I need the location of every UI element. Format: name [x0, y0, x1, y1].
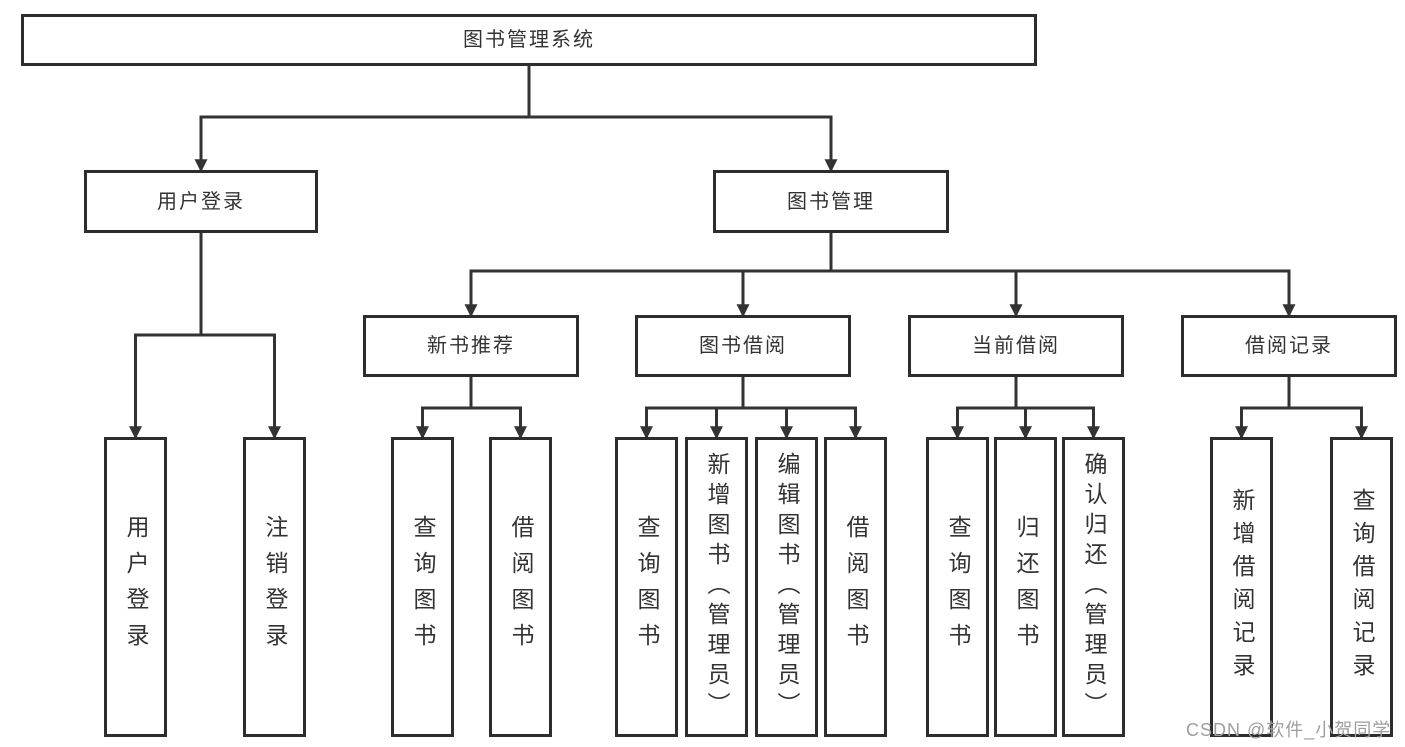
node-label: 图书管理系统 [463, 29, 595, 51]
node-label: 当前借阅 [972, 335, 1060, 357]
node-library-management-system: 图书管理系统 [21, 14, 1037, 66]
node-label: 图书借阅 [699, 335, 787, 357]
csdn-watermark: CSDN @软件_小贺同学 [1186, 720, 1392, 740]
node-borrowing-records: 借阅记录 [1181, 315, 1397, 377]
node-label: 注销登录 [262, 515, 288, 659]
node-user-login: 用户登录 [84, 170, 318, 233]
node-current-borrowing: 当前借阅 [908, 315, 1124, 377]
leaf-borrow-books: 借阅图书 [824, 437, 887, 737]
leaf-add-books-admin: 新增图书（管理员） [685, 437, 748, 737]
node-label: 用户登录 [123, 515, 149, 659]
leaf-query-borrow-record: 查询借阅记录 [1330, 437, 1393, 737]
node-label: 编辑图书（管理员） [774, 452, 800, 722]
node-label: 用户登录 [157, 190, 245, 213]
node-label: 新增借阅记录 [1229, 488, 1255, 686]
node-label: 归还图书 [1013, 515, 1039, 659]
leaf-return-books: 归还图书 [994, 437, 1057, 737]
leaf-add-borrow-record: 新增借阅记录 [1210, 437, 1273, 737]
leaf-confirm-return-admin: 确认归还（管理员） [1062, 437, 1125, 737]
leaf-borrow-books: 借阅图书 [489, 437, 552, 737]
leaf-logout: 注销登录 [243, 437, 306, 737]
node-label: 查询图书 [410, 515, 436, 659]
leaf-query-books: 查询图书 [391, 437, 454, 737]
leaf-user-login: 用户登录 [104, 437, 167, 737]
node-label: 新增图书（管理员） [704, 452, 730, 722]
node-book-management: 图书管理 [713, 170, 949, 233]
leaf-edit-books-admin: 编辑图书（管理员） [755, 437, 818, 737]
node-label: 查询图书 [634, 515, 660, 659]
node-label: 新书推荐 [427, 335, 515, 357]
leaf-query-books: 查询图书 [615, 437, 678, 737]
node-new-book-recommendation: 新书推荐 [363, 315, 579, 377]
node-label: 查询图书 [945, 515, 971, 659]
node-label: 借阅图书 [508, 515, 534, 659]
node-label: 借阅记录 [1245, 335, 1333, 357]
node-book-borrowing: 图书借阅 [635, 315, 851, 377]
node-label: 借阅图书 [843, 515, 869, 659]
leaf-query-books: 查询图书 [926, 437, 989, 737]
node-label: 确认归还（管理员） [1081, 452, 1107, 722]
node-label: 查询借阅记录 [1349, 488, 1375, 686]
node-label: 图书管理 [787, 190, 875, 213]
